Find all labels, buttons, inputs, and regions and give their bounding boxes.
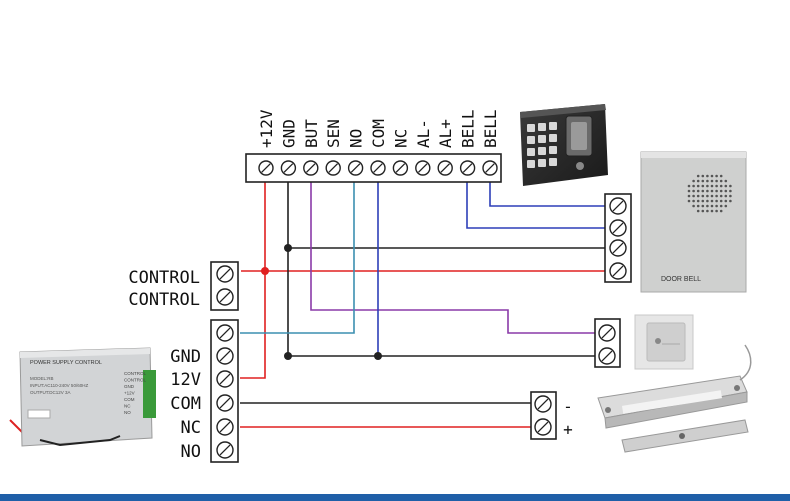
junction-dot xyxy=(284,352,292,360)
exit-button-terminal-block xyxy=(594,318,621,368)
top-terminal-label: BELL xyxy=(459,109,478,148)
junction-dot xyxy=(374,352,382,360)
wire-bell1-blue xyxy=(466,169,612,229)
terminal-screw-icon xyxy=(216,441,234,459)
terminal-screw-icon xyxy=(609,239,627,257)
top-terminal-label: BELL xyxy=(481,109,500,148)
terminal-screw-icon xyxy=(598,347,616,365)
psu-label-com: COM xyxy=(170,394,201,414)
terminal-screw-icon xyxy=(216,394,234,412)
terminal-screw-icon xyxy=(216,265,234,283)
top-terminal-label: AL+ xyxy=(436,119,455,148)
psu-terminal-block: GND 12V COM NC NO xyxy=(170,319,239,463)
psu-label-12v: 12V xyxy=(170,370,201,390)
bottom-accent-bar xyxy=(0,494,790,501)
control-label: CONTROL xyxy=(128,268,200,288)
bell-terminal-block xyxy=(604,193,632,283)
psu-line: MODEL:RB xyxy=(30,376,54,381)
terminal-screw-icon xyxy=(303,160,319,176)
terminal-screw-icon xyxy=(437,160,453,176)
door-bell: DOOR BELL xyxy=(640,151,747,293)
psu-side-label: +12V xyxy=(124,391,135,396)
top-terminal-label: +12V xyxy=(257,109,276,148)
top-terminal-label: BUT xyxy=(302,119,321,148)
fingerprint-reader xyxy=(520,104,608,186)
fingerprint-sensor-icon xyxy=(571,122,587,150)
power-supply-unit: POWER SUPPLY CONTROL MODEL:RB INPUT:AC11… xyxy=(19,347,156,447)
exit-icon xyxy=(655,338,661,344)
psu-label-nc: NC xyxy=(181,418,201,438)
terminal-screw-icon xyxy=(216,418,234,436)
wire-gnd-black xyxy=(287,169,612,357)
terminal-screw-icon xyxy=(598,324,616,342)
wire-sen-teal xyxy=(240,169,355,334)
psu-side-label: CONTROL xyxy=(124,371,146,376)
psu-title: POWER SUPPLY CONTROL xyxy=(30,360,102,366)
terminal-screw-icon xyxy=(370,160,386,176)
top-terminal-label: SEN xyxy=(324,119,343,148)
psu-side-label: NC xyxy=(124,404,131,409)
wire-but-purple xyxy=(310,169,595,334)
psu-side-label: CONTROL xyxy=(124,378,146,383)
psu-side-label: NO xyxy=(124,410,131,415)
terminal-screw-icon xyxy=(325,160,341,176)
terminal-screw-icon xyxy=(609,262,627,280)
psu-label-no: NO xyxy=(181,442,201,462)
terminal-screw-icon xyxy=(392,160,409,176)
junction-dot xyxy=(284,244,292,252)
psu-side-label: GND xyxy=(124,384,135,389)
psu-line: INPUT:AC110-240V 50/60HZ xyxy=(30,383,88,388)
top-terminal-label: AL- xyxy=(414,119,433,148)
psu-line: OUTPUT:DC12V 3A xyxy=(30,390,71,395)
lock-plus-label: + xyxy=(563,420,573,439)
lock-minus-label: - xyxy=(563,397,573,416)
terminal-screw-icon xyxy=(216,324,234,342)
terminal-screw-icon xyxy=(534,395,552,413)
top-terminal-label: COM xyxy=(369,119,388,148)
terminal-screw-icon xyxy=(216,288,234,306)
terminal-screw-icon xyxy=(609,197,627,215)
wire-12v-red xyxy=(240,169,266,379)
psu-label-gnd: GND xyxy=(170,347,201,367)
control-label: CONTROL xyxy=(128,290,200,310)
lock-terminal-block: - + xyxy=(530,391,573,440)
psu-terminal-strip xyxy=(143,370,156,418)
terminal-screw-icon xyxy=(534,418,552,436)
door-bell-label: DOOR BELL xyxy=(661,276,701,283)
terminal-screw-icon xyxy=(482,160,498,176)
terminal-screw-icon xyxy=(216,347,234,365)
terminal-screw-icon xyxy=(609,219,627,237)
keypad-icon xyxy=(527,122,557,168)
control-terminal-block: CONTROL CONTROL xyxy=(128,261,239,311)
psu-side-label: COM xyxy=(124,397,135,402)
exit-button xyxy=(634,314,694,370)
terminal-screw-icon xyxy=(258,160,274,176)
top-terminal-label: NO xyxy=(347,129,366,148)
top-terminal-label: NC xyxy=(391,129,410,148)
terminal-screw-icon xyxy=(280,160,297,176)
terminal-screw-icon xyxy=(216,370,234,388)
top-terminal-label: GND xyxy=(279,119,298,148)
terminal-screw-icon xyxy=(415,160,431,176)
terminal-screw-icon xyxy=(459,160,476,176)
magnetic-lock xyxy=(597,344,752,453)
terminal-screw-icon xyxy=(347,160,364,176)
junction-dot xyxy=(261,267,269,275)
